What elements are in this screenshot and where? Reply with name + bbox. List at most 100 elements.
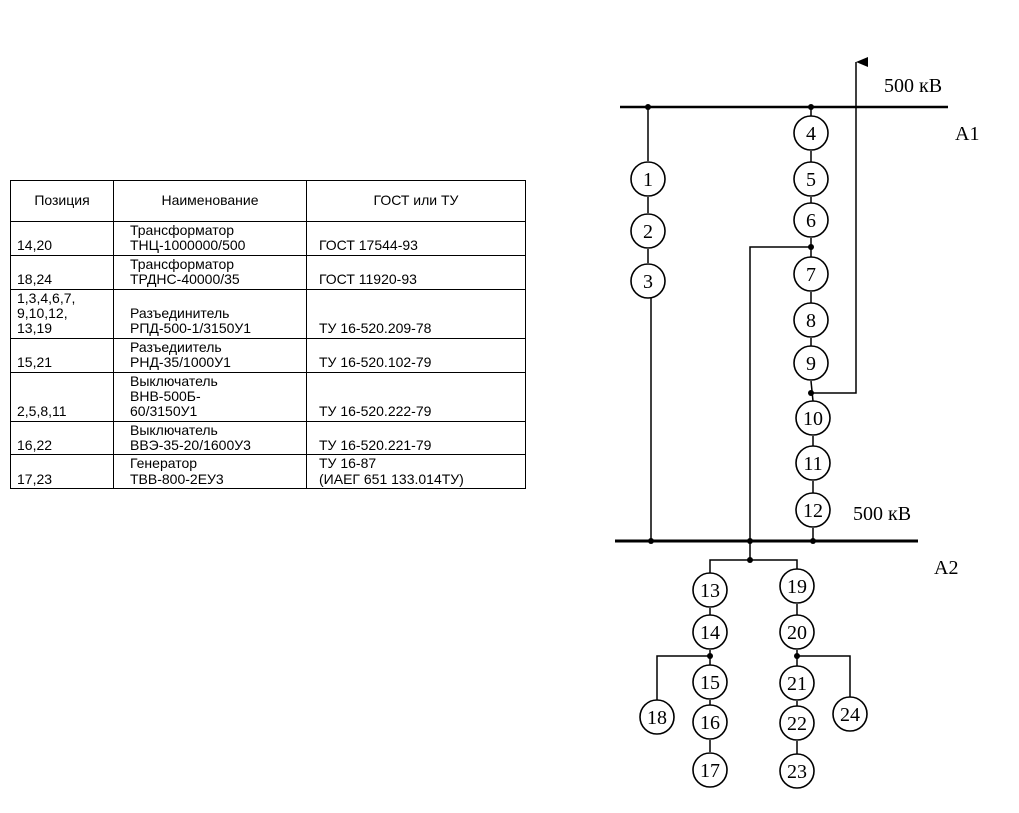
equipment-node-3: 3 <box>630 263 666 299</box>
node-circle <box>630 263 666 299</box>
node-circle <box>779 753 815 789</box>
node-label: 2 <box>643 221 653 243</box>
equipment-node-16: 16 <box>692 704 728 740</box>
cell-name: Трансформатор ТНЦ-1000000/500 <box>113 221 307 256</box>
equipment-node-7: 7 <box>793 256 829 292</box>
cell-gost: ТУ 16-87 (ИАЕГ 651 133.014ТУ) <box>306 454 526 490</box>
node-label: 14 <box>700 622 720 644</box>
node-label: 16 <box>700 712 720 734</box>
equipment-node-5: 5 <box>793 161 829 197</box>
node-label: 18 <box>647 707 667 729</box>
column-header-gost: ГОСТ или ТУ <box>306 180 526 222</box>
equipment-node-1: 1 <box>630 161 666 197</box>
node-circle <box>795 400 831 436</box>
bus-a1-voltage-label: 500 кВ <box>884 75 942 97</box>
cell-position: 14,20 <box>10 221 114 256</box>
cell-gost: ТУ 16-520.221-79 <box>306 420 526 456</box>
node-label: 9 <box>806 353 816 375</box>
cell-name: Разъединитель РПД-500-1/3150У1 <box>113 288 307 339</box>
node-circle <box>832 696 868 732</box>
node-circle <box>793 256 829 292</box>
node-circle <box>793 161 829 197</box>
cell-name: Выключатель ВНВ-500Б- 60/3150У1 <box>113 371 307 422</box>
equipment-node-2: 2 <box>630 213 666 249</box>
cell-gost: ТУ 16-520.209-78 <box>306 288 526 339</box>
cell-position: 17,23 <box>10 454 114 490</box>
specification-table: Позиция Наименование ГОСТ или ТУ 14,20 Т… <box>10 180 526 490</box>
cell-position: 1,3,4,6,7, 9,10,12, 13,19 <box>10 288 114 339</box>
node-label: 24 <box>840 704 860 726</box>
node-circle <box>793 302 829 338</box>
equipment-node-19: 19 <box>779 568 815 604</box>
node-circle <box>692 664 728 700</box>
node-label: 17 <box>700 760 720 782</box>
node-circle <box>795 445 831 481</box>
equipment-node-15: 15 <box>692 664 728 700</box>
node-circle <box>639 699 675 735</box>
table-row: 18,24 Трансформатор ТРДНС-40000/35 ГОСТ … <box>10 254 526 290</box>
connection-lines <box>615 57 948 754</box>
equipment-node-14: 14 <box>692 614 728 650</box>
node-circle <box>779 705 815 741</box>
node-circle <box>692 752 728 788</box>
cell-name: Генератор ТВВ-800-2ЕУ3 <box>113 454 307 490</box>
node-circle <box>793 345 829 381</box>
cell-position: 2,5,8,11 <box>10 371 114 422</box>
node-label: 6 <box>806 210 816 232</box>
cell-position: 15,21 <box>10 337 114 373</box>
cell-name: Выключатель ВВЭ-35-20/1600У3 <box>113 420 307 456</box>
equipment-node-9: 9 <box>793 345 829 381</box>
cell-position: 18,24 <box>10 254 114 290</box>
table-row: 1,3,4,6,7, 9,10,12, 13,19 Разъединитель … <box>10 288 526 339</box>
node-label: 3 <box>643 271 653 293</box>
node-circle <box>793 202 829 238</box>
node-label: 11 <box>803 453 822 475</box>
cell-position: 16,22 <box>10 420 114 456</box>
cell-name: Трансформатор ТРДНС-40000/35 <box>113 254 307 290</box>
node-label: 21 <box>787 673 807 695</box>
equipment-node-18: 18 <box>639 699 675 735</box>
node-circle <box>692 704 728 740</box>
equipment-node-11: 11 <box>795 445 831 481</box>
node-label: 20 <box>787 622 807 644</box>
node-label: 4 <box>806 123 816 145</box>
node-label: 19 <box>787 576 807 598</box>
node-label: 12 <box>803 500 823 522</box>
node-label: 1 <box>643 169 653 191</box>
equipment-node-22: 22 <box>779 705 815 741</box>
bus-a1-label: A1 <box>955 123 979 145</box>
node-label: 13 <box>700 580 720 602</box>
node-circle <box>692 614 728 650</box>
node-label: 7 <box>806 264 816 286</box>
node-label: 5 <box>806 169 816 191</box>
node-circle <box>630 161 666 197</box>
table-row: 15,21 Разъедиитель РНД-35/1000У1 ТУ 16-5… <box>10 337 526 373</box>
node-circle <box>793 115 829 151</box>
outgoing-line-arrow <box>811 57 868 394</box>
node-circle <box>779 568 815 604</box>
equipment-node-13: 13 <box>692 572 728 608</box>
node-circle <box>779 665 815 701</box>
table-row: 17,23 Генератор ТВВ-800-2ЕУ3 ТУ 16-87 (И… <box>10 454 526 490</box>
column-header-name: Наименование <box>113 180 307 222</box>
table-row: 14,20 Трансформатор ТНЦ-1000000/500 ГОСТ… <box>10 221 526 256</box>
node-label: 15 <box>700 672 720 694</box>
equipment-node-4: 4 <box>793 115 829 151</box>
cell-gost: ТУ 16-520.102-79 <box>306 337 526 373</box>
table-row: 2,5,8,11 Выключатель ВНВ-500Б- 60/3150У1… <box>10 371 526 422</box>
column-header-position: Позиция <box>10 180 114 222</box>
equipment-node-12: 12 <box>795 492 831 528</box>
node-circle <box>692 572 728 608</box>
table-row: 16,22 Выключатель ВВЭ-35-20/1600У3 ТУ 16… <box>10 420 526 456</box>
equipment-node-6: 6 <box>793 202 829 238</box>
cell-gost: ГОСТ 11920-93 <box>306 254 526 290</box>
bus-a2-voltage-label: 500 кВ <box>853 503 911 525</box>
node-label: 10 <box>803 408 823 430</box>
bus-a2-label: A2 <box>934 557 958 579</box>
equipment-node-8: 8 <box>793 302 829 338</box>
equipment-node-23: 23 <box>779 753 815 789</box>
node-label: 22 <box>787 713 807 735</box>
equipment-node-10: 10 <box>795 400 831 436</box>
cell-gost: ТУ 16-520.222-79 <box>306 371 526 422</box>
